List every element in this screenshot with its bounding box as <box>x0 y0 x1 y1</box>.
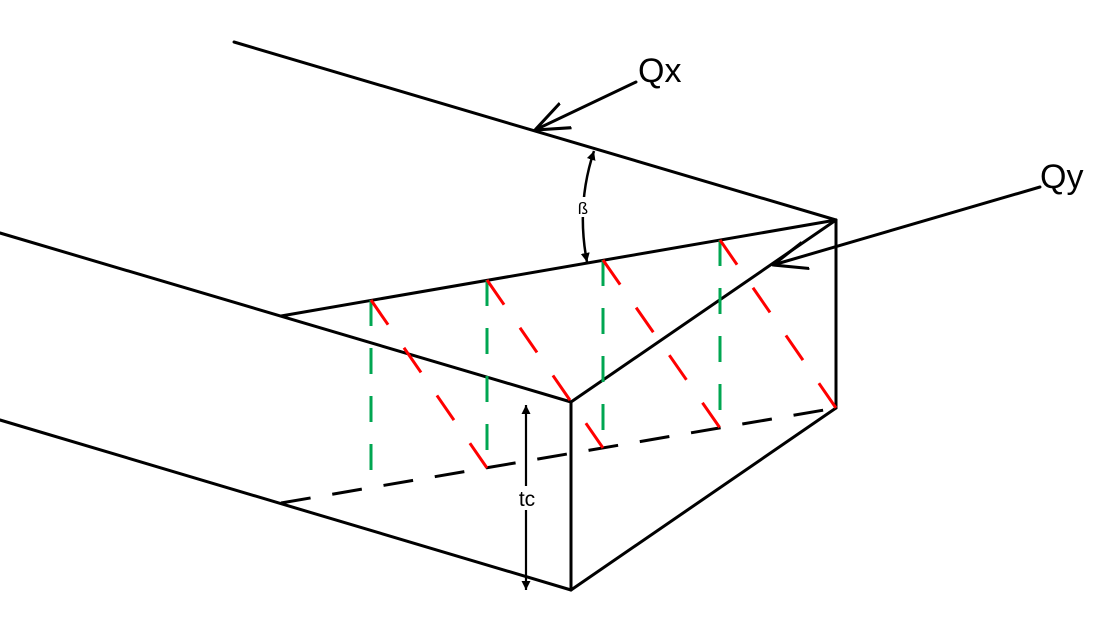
qy-arrow <box>773 185 1042 265</box>
red-dashed-line <box>718 239 838 409</box>
red-dashed-line <box>485 279 605 449</box>
qx-label: Qx <box>638 52 681 90</box>
hidden-bottom-edge <box>280 406 837 505</box>
triangle-top-edge <box>279 218 838 318</box>
tc-label: tc <box>519 488 535 511</box>
qx-arrow <box>535 80 638 130</box>
beta-label: ß <box>578 199 588 218</box>
red-dashed-line <box>369 299 489 469</box>
upper-left-edge <box>0 231 573 404</box>
red-dashed-line <box>601 259 722 429</box>
bottom-right-edge <box>569 406 838 592</box>
lower-left-edge <box>0 418 573 592</box>
diagonal-edge <box>569 218 838 404</box>
qy-label: Qy <box>1040 158 1083 196</box>
